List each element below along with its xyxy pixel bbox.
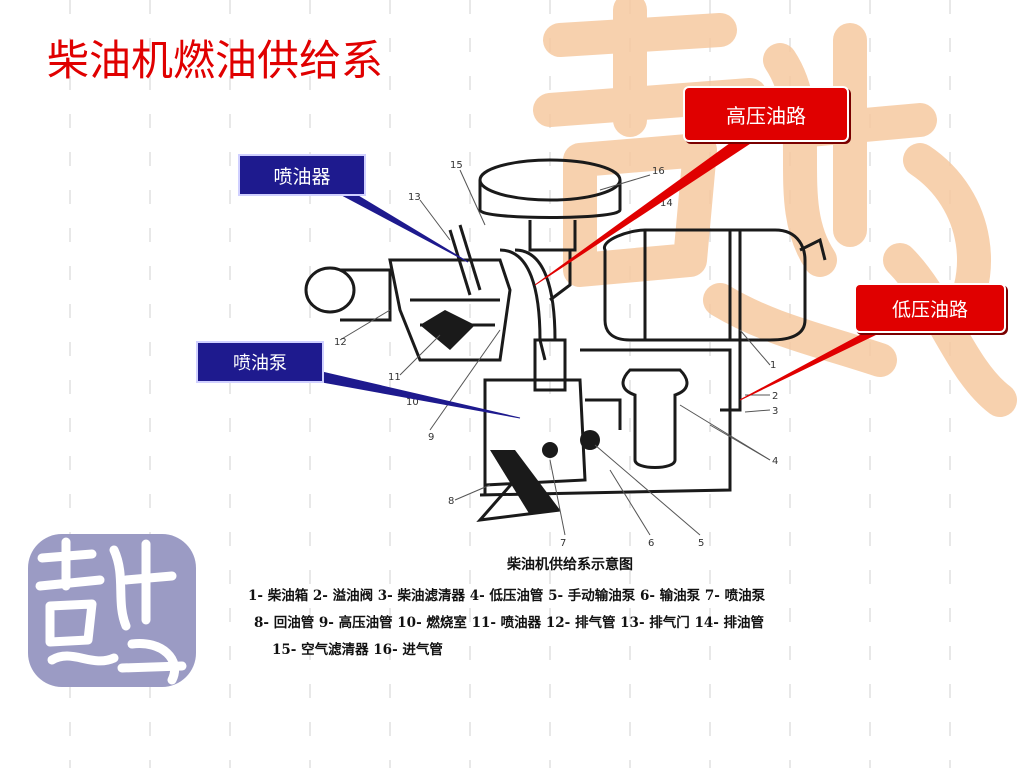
- seal-logo: [28, 534, 196, 687]
- part-number-3: 3: [772, 406, 778, 417]
- high-pressure-callout: 高压油路: [683, 86, 849, 142]
- part-number-14: 14: [660, 198, 673, 209]
- fuel-system-diagram: 15 16 13 12 11 10 9 8 7 6 5 4 2 3 1 14: [304, 158, 827, 549]
- part-number-10: 10: [406, 397, 419, 408]
- part-number-11: 11: [388, 372, 401, 383]
- part-number-6: 6: [648, 538, 654, 549]
- part-number-5: 5: [698, 538, 704, 549]
- part-number-12: 12: [334, 337, 347, 348]
- legend-line-1: 1- 柴油箱 2- 溢油阀 3- 柴油滤清器 4- 低压油管 5- 手动输油泵 …: [248, 588, 766, 604]
- injector-callout: 喷油器: [238, 154, 366, 196]
- page-title: 柴油机燃油供给系: [46, 36, 383, 85]
- part-number-4: 4: [772, 456, 778, 467]
- part-number-16: 16: [652, 166, 665, 177]
- part-number-2: 2: [772, 391, 778, 402]
- part-number-13: 13: [408, 192, 421, 203]
- part-number-9: 9: [428, 432, 434, 443]
- legend-line-3: 15- 空气滤清器 16- 进气管: [272, 642, 443, 658]
- part-number-8: 8: [448, 496, 454, 507]
- part-number-15: 15: [450, 160, 463, 171]
- low-pressure-callout: 低压油路: [854, 283, 1006, 333]
- legend-line-2: 8- 回油管 9- 高压油管 10- 燃烧室 11- 喷油器 12- 排气管 1…: [254, 615, 765, 631]
- diagram-caption: 柴油机供给系示意图: [507, 557, 633, 573]
- part-number-7: 7: [560, 538, 566, 549]
- injection-pump-callout: 喷油泵: [196, 341, 324, 383]
- part-number-1: 1: [770, 360, 776, 371]
